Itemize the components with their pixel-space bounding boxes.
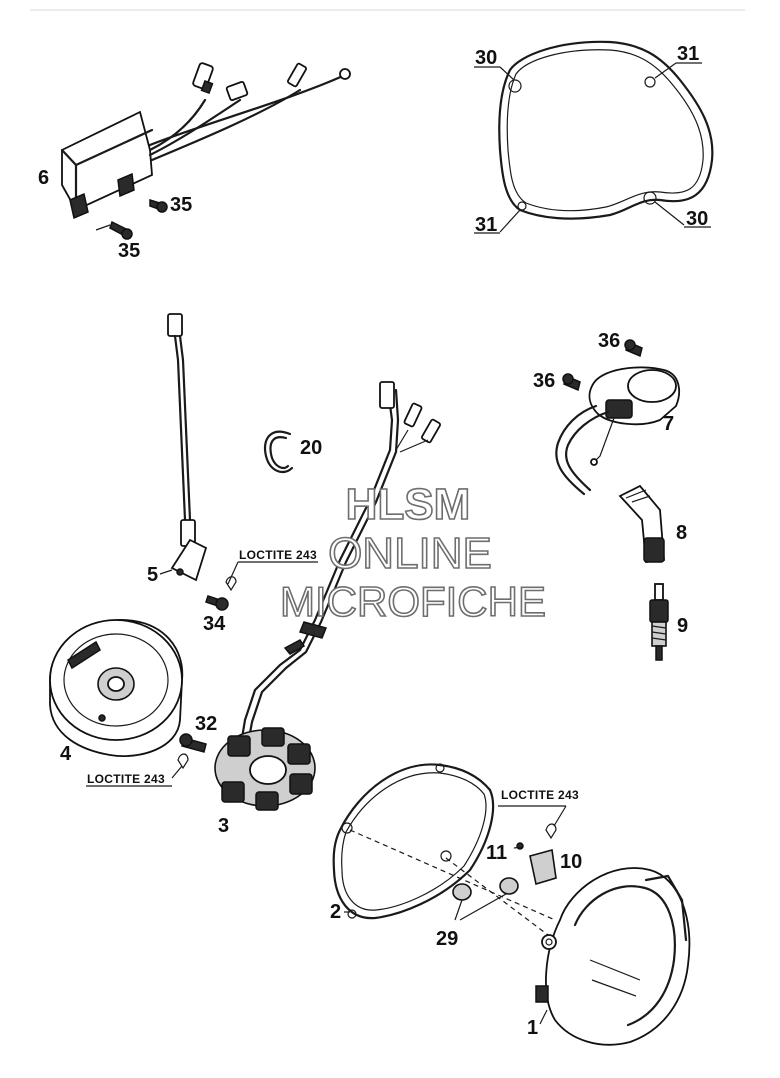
watermark-line-1: HLSM bbox=[346, 480, 471, 529]
callout-30-top: 30 bbox=[475, 47, 497, 69]
stator-3 bbox=[214, 727, 316, 811]
cdi-unit bbox=[60, 62, 351, 220]
watermark-line-3: MICROFICHE bbox=[280, 578, 546, 625]
callout-35-right: 35 bbox=[170, 194, 192, 216]
callout-7: 7 bbox=[663, 413, 674, 435]
callout-1: 1 bbox=[527, 1017, 538, 1039]
cover-gasket-top bbox=[498, 40, 714, 220]
callout-3: 3 bbox=[218, 815, 229, 837]
cover-gasket-2 bbox=[332, 763, 495, 920]
dowel-sleeve-29-right bbox=[499, 877, 519, 895]
alignment-line-upper bbox=[349, 829, 556, 921]
spark-plug-cap-8 bbox=[618, 484, 665, 563]
flywheel-4 bbox=[49, 619, 184, 757]
callout-32: 32 bbox=[195, 713, 217, 735]
callout-35-bottom: 35 bbox=[118, 240, 140, 262]
pickup-cable bbox=[167, 313, 208, 582]
loctite-label-right: LOCTITE 243 bbox=[501, 788, 579, 802]
callout-36-lower: 36 bbox=[533, 370, 555, 392]
loctite-drop-34 bbox=[225, 576, 237, 592]
alignment-line-middle bbox=[445, 857, 549, 936]
callout-30-bottom: 30 bbox=[686, 208, 708, 230]
callout-36-upper: 36 bbox=[598, 330, 620, 352]
callout-9: 9 bbox=[677, 615, 688, 637]
screw-32 bbox=[179, 733, 207, 753]
callout-34: 34 bbox=[203, 613, 226, 635]
loctite-labels: LOCTITE 243 LOCTITE 243 LOCTITE 243 bbox=[87, 548, 579, 802]
dowel-sleeve-29-left bbox=[452, 883, 472, 901]
callout-10: 10 bbox=[560, 851, 582, 873]
callout-6: 6 bbox=[38, 167, 49, 189]
watermark-line-2: ONLINE bbox=[328, 529, 492, 578]
callout-5: 5 bbox=[147, 564, 158, 586]
watermark: HLSM ONLINE MICROFICHE bbox=[279, 479, 547, 626]
ignition-cover-1 bbox=[535, 867, 691, 1046]
callout-11: 11 bbox=[486, 842, 507, 864]
spark-plug-9 bbox=[649, 583, 669, 661]
callout-20: 20 bbox=[300, 437, 322, 459]
callout-4: 4 bbox=[60, 743, 72, 765]
screw-36-upper bbox=[624, 339, 643, 358]
callout-31-top: 31 bbox=[677, 43, 699, 65]
screw-36-lower bbox=[562, 373, 581, 392]
callout-31-bottom: 31 bbox=[475, 214, 497, 236]
cable-tie-20 bbox=[263, 430, 294, 474]
callout-labels: 6 35 35 30 31 31 30 36 36 7 20 8 5 34 9 … bbox=[38, 43, 708, 1039]
leader-lines bbox=[86, 62, 711, 1025]
ignition-coil-7 bbox=[555, 366, 680, 496]
screw-35-bottom bbox=[109, 220, 133, 240]
callout-2: 2 bbox=[330, 901, 341, 923]
loctite-label-top: LOCTITE 243 bbox=[239, 548, 317, 562]
callout-29: 29 bbox=[436, 928, 458, 950]
stator-cable bbox=[238, 381, 441, 752]
callout-8: 8 bbox=[676, 522, 687, 544]
loctite-drop-32 bbox=[177, 753, 189, 770]
loctite-drop-11 bbox=[545, 823, 557, 840]
screw-35-right bbox=[149, 198, 168, 213]
cover-plate-10 bbox=[529, 848, 557, 886]
loctite-label-left: LOCTITE 243 bbox=[87, 772, 165, 786]
screw-34 bbox=[205, 595, 229, 611]
